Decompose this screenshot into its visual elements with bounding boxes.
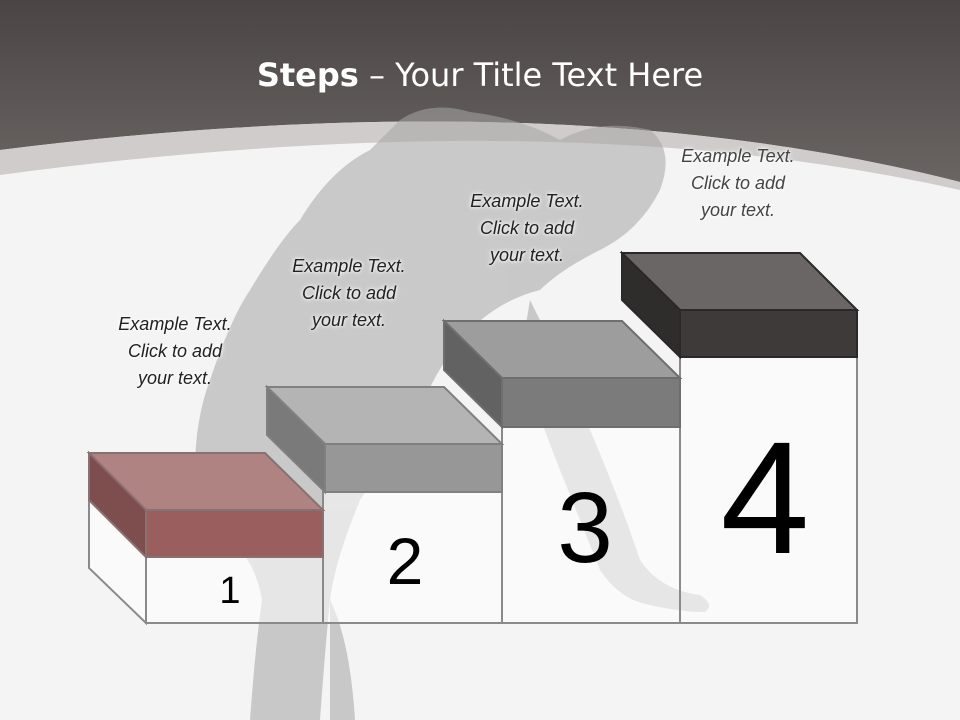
step-2-caption[interactable]: Example Text. Click to add your text. <box>264 253 434 334</box>
step-4-number: 4 <box>720 408 810 587</box>
step-outlines <box>88 356 858 626</box>
step-1-line-1: Example Text. <box>118 314 232 334</box>
step-4-line-1: Example Text. <box>681 146 795 166</box>
step-4-lid[interactable] <box>619 250 860 360</box>
header-band <box>0 0 960 182</box>
title-rest: – Your Title Text Here <box>358 56 704 94</box>
step-4-line-3: your text. <box>700 200 776 220</box>
step-1-line-3: your text. <box>137 368 213 388</box>
step-2-line-3: your text. <box>311 310 387 330</box>
step-3-caption[interactable]: Example Text. Click to add your text. <box>442 188 612 269</box>
step-2-line-2: Click to add <box>301 283 397 303</box>
step-2-number: 2 <box>386 524 424 598</box>
step-4-line-2: Click to add <box>690 173 786 193</box>
title-bold: Steps <box>256 56 359 94</box>
step-3-lid[interactable] <box>441 318 683 430</box>
step-2-lid[interactable] <box>264 384 505 495</box>
header-curve-light <box>0 121 960 190</box>
step-4-caption[interactable]: Example Text. Click to add your text. <box>653 143 823 224</box>
step-1-line-2: Click to add <box>127 341 223 361</box>
step-1-caption[interactable]: Example Text. Click to add your text. <box>90 311 260 392</box>
step-2-line-1: Example Text. <box>292 256 406 276</box>
step-3-number: 3 <box>557 472 613 584</box>
slide-title[interactable]: Steps – Your Title Text Here <box>0 52 960 98</box>
step-1-lid[interactable] <box>86 450 326 560</box>
step-3-line-2: Click to add <box>479 218 575 238</box>
step-3-line-3: your text. <box>489 245 565 265</box>
step-3-line-1: Example Text. <box>470 191 584 211</box>
step-1-number: 1 <box>219 570 241 612</box>
